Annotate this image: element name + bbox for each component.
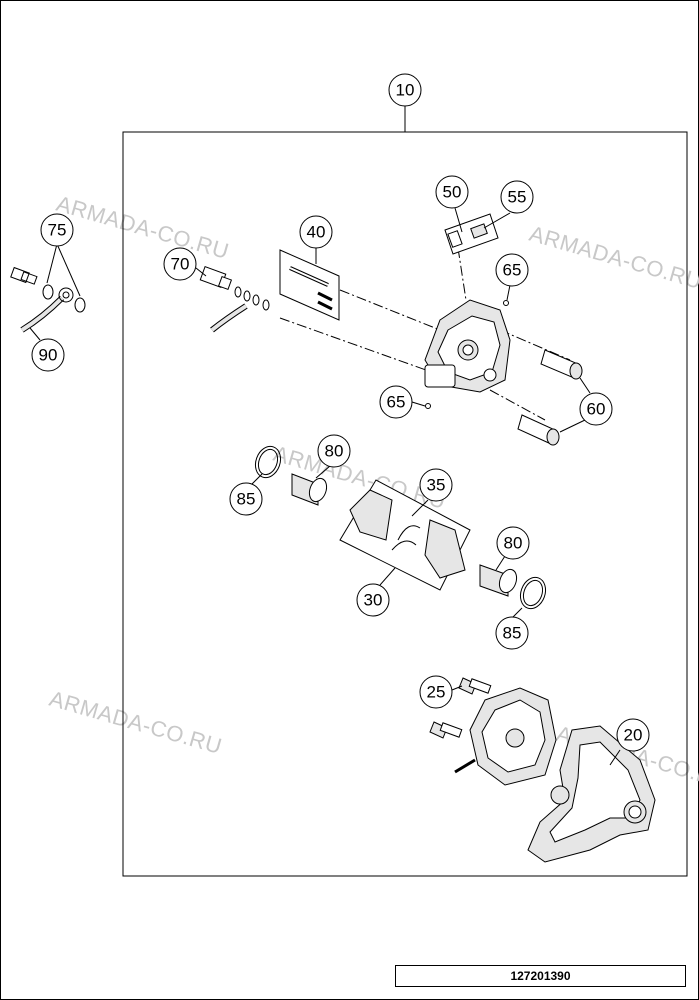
svg-text:30: 30 <box>364 591 383 610</box>
mounting-bolts <box>429 677 492 739</box>
caliper-bracket <box>527 725 656 863</box>
watermark-4: ARMADA-CO.RU <box>47 686 225 759</box>
svg-text:80: 80 <box>504 534 523 553</box>
leader-75a <box>46 243 58 284</box>
svg-text:10: 10 <box>396 81 415 100</box>
svg-text:35: 35 <box>427 476 446 495</box>
callout-70: 70 <box>163 247 197 281</box>
watermark-2: ARMADA-CO.RU <box>527 221 699 294</box>
piston-right <box>479 555 518 597</box>
svg-text:20: 20 <box>624 726 643 745</box>
svg-text:65: 65 <box>503 261 522 280</box>
caliper-body <box>424 299 511 393</box>
svg-text:60: 60 <box>587 400 606 419</box>
callout-85-right: 85 <box>495 616 529 650</box>
callout-85-left: 85 <box>229 482 263 516</box>
svg-text:80: 80 <box>325 442 344 461</box>
callout-75: 75 <box>40 213 74 247</box>
assembly-lines <box>279 247 571 421</box>
callout-30: 30 <box>356 583 390 617</box>
svg-text:90: 90 <box>39 346 58 365</box>
screw-65-top <box>503 300 509 306</box>
watermark-1: ARMADA-CO.RU <box>54 191 232 264</box>
piston-left <box>291 465 331 506</box>
svg-text:55: 55 <box>508 188 527 207</box>
callout-25: 25 <box>419 675 453 709</box>
svg-text:40: 40 <box>307 223 326 242</box>
bleeder-kit <box>444 207 511 255</box>
sleeves <box>517 349 591 446</box>
leader-70 <box>195 267 207 277</box>
brake-hose <box>10 266 86 333</box>
brake-pad-set <box>339 479 471 591</box>
svg-text:70: 70 <box>171 255 190 274</box>
screw-65-bottom <box>425 403 431 409</box>
callout-65-top: 65 <box>495 253 529 287</box>
callout-10: 10 <box>388 73 422 107</box>
svg-text:65: 65 <box>387 393 406 412</box>
callout-35: 35 <box>419 468 453 502</box>
callout-90: 90 <box>31 338 65 372</box>
leader-65a <box>506 284 511 301</box>
leader-65b <box>411 401 426 407</box>
callout-80-right: 80 <box>496 526 530 560</box>
leader-75b <box>56 243 81 297</box>
callout-40: 40 <box>299 215 333 249</box>
banjo-bolt <box>199 266 270 333</box>
leader-90 <box>29 327 41 341</box>
drawing-number: 127201390 <box>395 965 686 987</box>
callout-20: 20 <box>616 718 650 752</box>
callout-60: 60 <box>579 392 613 426</box>
callout-80-left: 80 <box>317 434 351 468</box>
callout-65-bottom: 65 <box>379 385 413 419</box>
callout-55: 55 <box>500 180 534 214</box>
assembled-caliper <box>454 687 557 786</box>
svg-text:25: 25 <box>427 683 446 702</box>
svg-text:85: 85 <box>503 624 522 643</box>
pin-kit <box>279 246 340 321</box>
svg-text:50: 50 <box>443 183 462 202</box>
svg-text:85: 85 <box>237 490 256 509</box>
svg-text:75: 75 <box>48 221 67 240</box>
callout-50: 50 <box>435 175 469 209</box>
